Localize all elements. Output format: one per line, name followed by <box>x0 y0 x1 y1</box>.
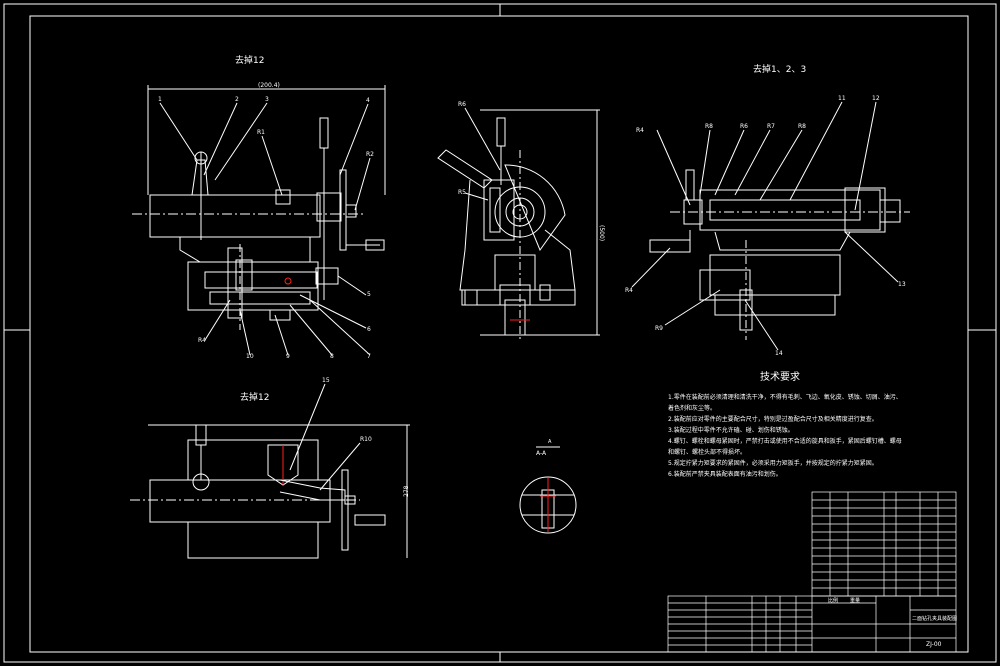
callout-r8b-c: R8 <box>798 123 806 130</box>
tech-title: 技术要求 <box>760 370 800 383</box>
view-c-label: 去掉1、2、3 <box>753 63 806 75</box>
callout-11: 11 <box>838 95 846 102</box>
scale-label: 比例 <box>828 597 838 604</box>
callout-r5-b: R5 <box>458 189 466 196</box>
view-d-label: 去掉12 <box>240 391 269 403</box>
callout-r1: R1 <box>257 129 265 136</box>
tech-line-7: 5.规定拧紧力矩要求的紧固件，必须采用力矩扳手，并按规定的拧紧力矩紧固。 <box>668 459 878 467</box>
callout-r7-c: R7 <box>767 123 775 130</box>
tech-line-5: 4.螺钉、螺栓和螺母紧固时，严禁打击或使用不合适的旋具和扳手，紧固后螺钉槽、螺母 <box>668 437 902 445</box>
callout-6: 6 <box>367 326 371 333</box>
callout-r6-c: R6 <box>740 123 748 130</box>
tech-line-2: 着色剂和灰尘等。 <box>668 404 716 412</box>
weight-label: 重量 <box>850 597 860 604</box>
callout-1: 1 <box>158 96 162 103</box>
view-d: 去掉12 278 15 R10 <box>130 377 410 559</box>
parts-list <box>811 491 957 597</box>
view-b-side-dim: (500) <box>598 225 605 241</box>
tech-line-1: 1.零件在装配前必须清理和清洗干净，不得有毛刺、飞边、氧化皮、锈蚀、切屑、油污、 <box>668 393 902 401</box>
callout-9: 9 <box>286 353 290 360</box>
callout-2: 2 <box>235 96 239 103</box>
view-a-label: 去掉12 <box>235 54 264 66</box>
callout-5: 5 <box>367 291 371 298</box>
callout-r9-c: R9 <box>655 325 663 332</box>
section-a-letter: A <box>548 439 552 445</box>
callout-14: 14 <box>775 350 783 357</box>
callout-r10: R10 <box>360 436 372 443</box>
view-b: (500) R6 R5 <box>437 101 605 340</box>
drawing-name: 二面钻孔夹具装配图 <box>912 615 957 622</box>
callout-r4: R4 <box>198 337 206 344</box>
callout-r8-c: R8 <box>705 123 713 130</box>
tech-line-6: 和螺钉、螺栓头部不得损坏。 <box>668 448 746 456</box>
section-label: A-A <box>536 450 547 457</box>
callout-10: 10 <box>246 353 254 360</box>
technical-requirements: 技术要求 1.零件在装配前必须清理和清洗干净，不得有毛刺、飞边、氧化皮、锈蚀、切… <box>668 370 902 478</box>
callout-r4-c: R4 <box>636 127 644 134</box>
drawing-number: ZJ-00 <box>926 641 942 648</box>
callout-15: 15 <box>322 377 330 384</box>
view-a: 去掉12 (200.4) <box>132 54 386 360</box>
callout-r2: R2 <box>366 151 374 158</box>
callout-4: 4 <box>366 97 370 104</box>
tech-line-3: 2.装配前应对零件的主要配合尺寸，特别是过盈配合尺寸及相关精度进行复查。 <box>668 415 878 423</box>
view-c: 去掉1、2、3 11 12 R4 R8 R6 R7 <box>625 63 910 357</box>
callout-r4b-c: R4 <box>625 287 633 294</box>
tech-line-4: 3.装配过程中零件不允许磕、碰、划伤和锈蚀。 <box>668 426 794 434</box>
section-a-a: A A-A <box>519 439 577 534</box>
view-d-side-dim: 278 <box>403 485 410 497</box>
callout-3: 3 <box>265 96 269 103</box>
callout-7: 7 <box>367 353 371 360</box>
callout-r6-b: R6 <box>458 101 466 108</box>
tech-line-8: 6.装配前严禁夹具装配表面有油污和划伤。 <box>668 470 782 478</box>
callout-8: 8 <box>330 353 334 360</box>
callout-12: 12 <box>872 95 880 102</box>
inner-border <box>29 15 969 653</box>
title-block: 比例 重量 二面钻孔夹具装配图 ZJ-00 <box>667 595 957 653</box>
outer-border <box>3 3 997 663</box>
callout-13: 13 <box>898 281 906 288</box>
view-a-top-dim: (200.4) <box>258 82 280 89</box>
